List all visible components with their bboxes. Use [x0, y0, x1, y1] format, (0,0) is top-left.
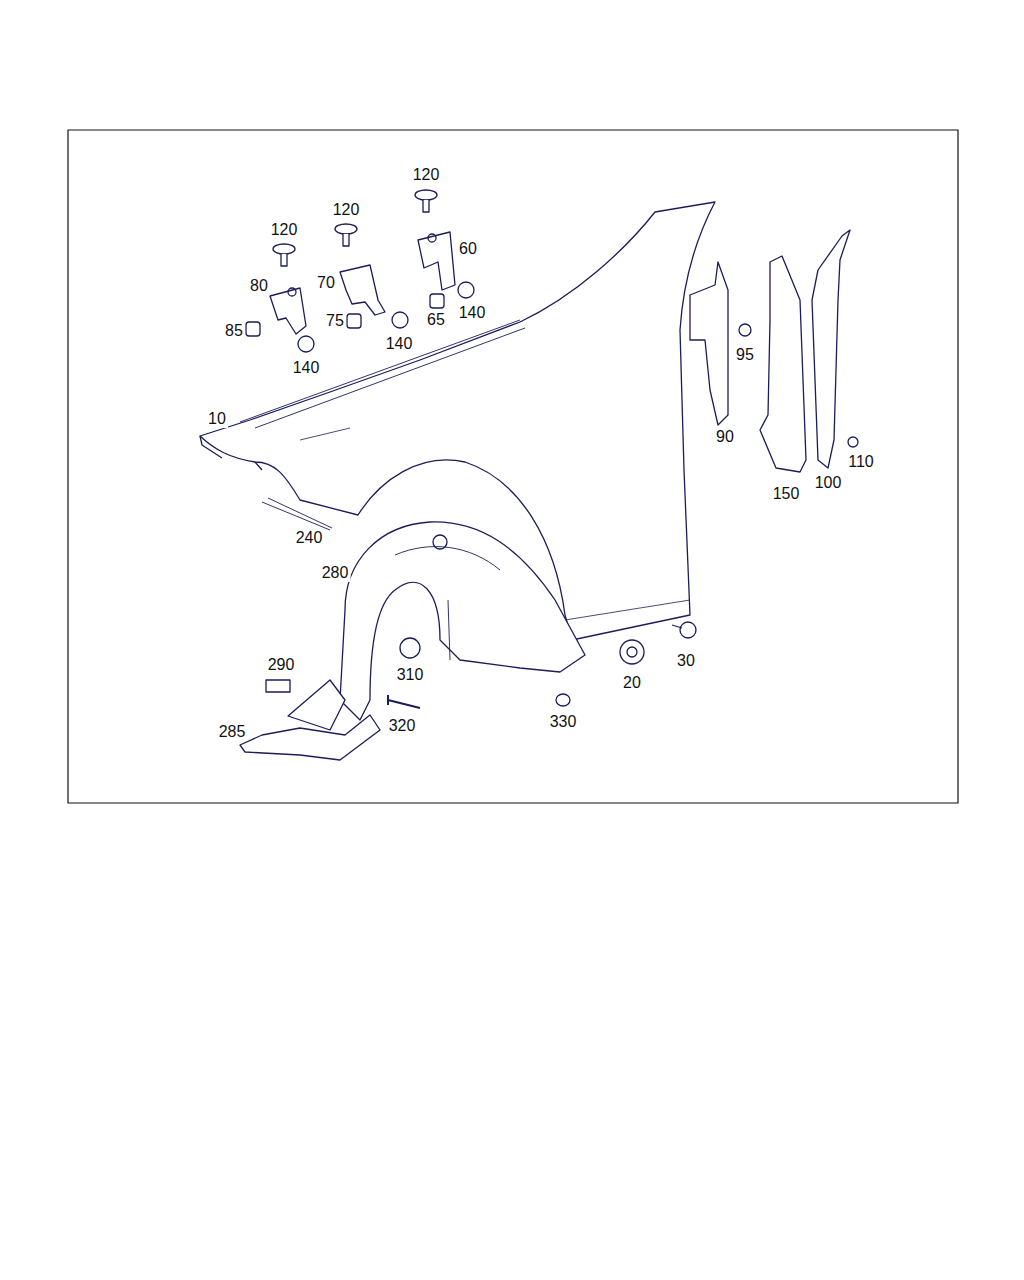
callout-number: 140	[384, 335, 415, 353]
callout-number: 65	[425, 311, 447, 329]
callout-number: 85	[223, 322, 245, 340]
callout-number: 290	[266, 656, 297, 674]
callout-number: 280	[320, 564, 351, 582]
callout-number: 285	[217, 723, 248, 741]
callout-number: 10	[206, 410, 228, 428]
callout-number: 140	[291, 359, 322, 377]
callout-number: 95	[734, 346, 756, 364]
callout-number: 110	[846, 453, 876, 471]
callout-number: 90	[714, 428, 736, 446]
callout-number: 330	[548, 713, 579, 731]
callout-number: 75	[324, 312, 346, 330]
frame	[68, 130, 958, 803]
callout-number: 30	[675, 652, 697, 670]
callout-number: 60	[457, 240, 479, 258]
callout-number: 240	[294, 529, 325, 547]
callout-number: 120	[411, 166, 442, 184]
callout-number: 70	[315, 274, 337, 292]
wheel-liner	[340, 522, 585, 720]
callout-number: 150	[771, 485, 802, 503]
callout-number: 100	[813, 474, 844, 492]
callout-number: 120	[331, 201, 362, 219]
callout-number: 120	[269, 221, 300, 239]
callout-number: 320	[387, 717, 418, 735]
callout-number: 80	[248, 277, 270, 295]
callout-number: 20	[621, 674, 643, 692]
callout-number: 140	[457, 304, 488, 322]
callout-number: 310	[395, 666, 426, 684]
